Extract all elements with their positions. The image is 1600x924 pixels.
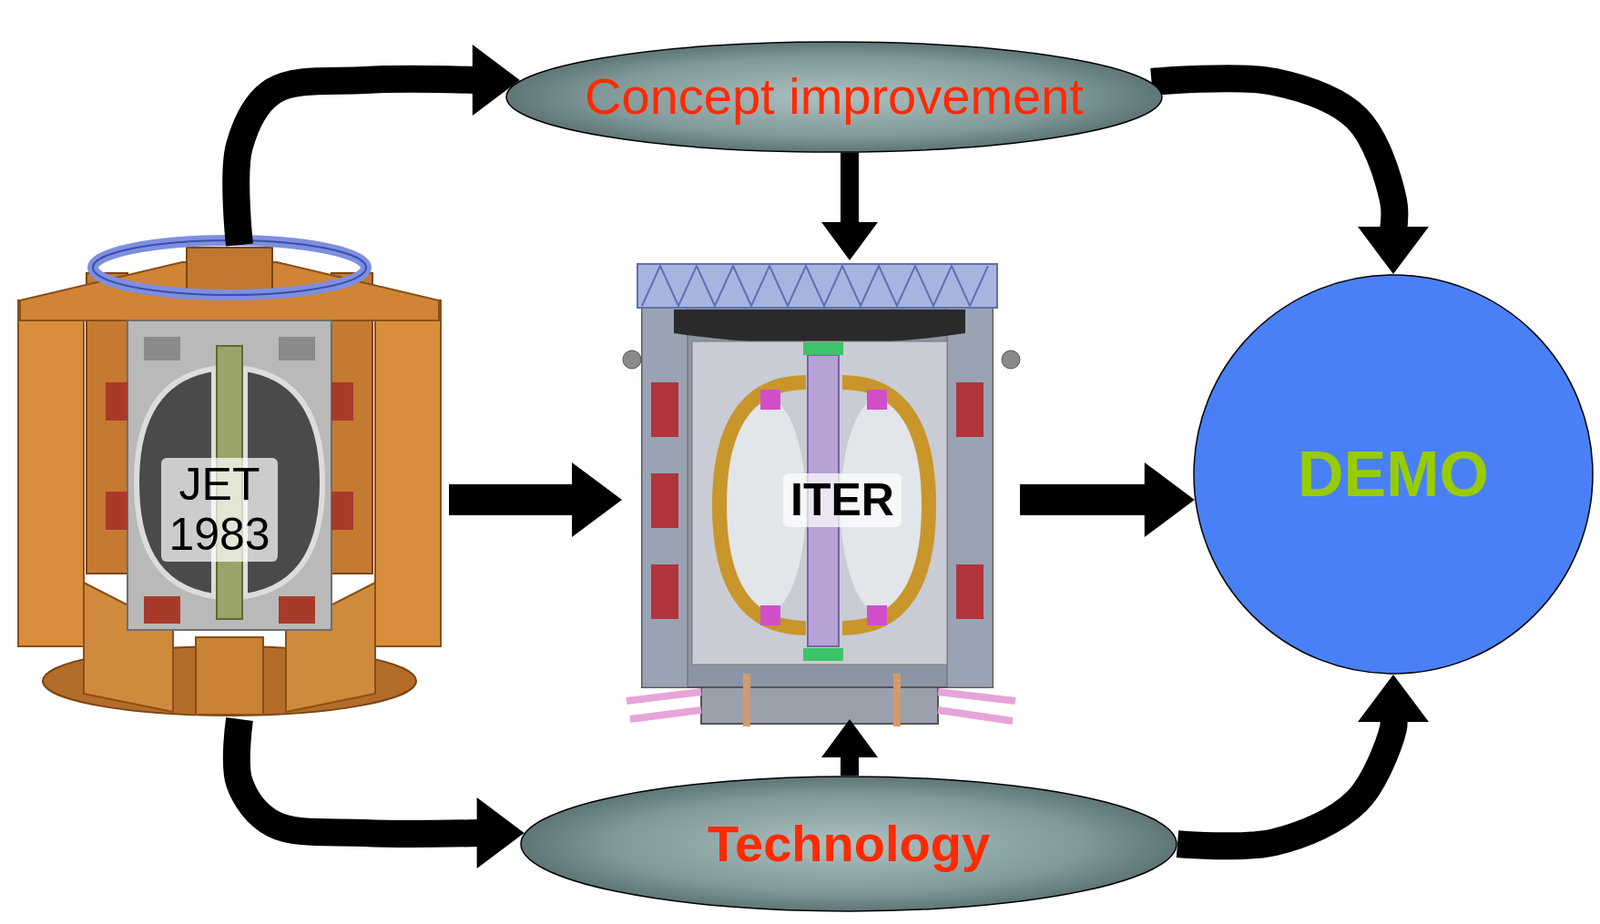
node-label: DEMO <box>1297 439 1489 510</box>
iter-illustration-part <box>866 389 887 410</box>
iter-illustration-part <box>630 710 702 720</box>
flow-arrow <box>235 44 520 245</box>
iter-illustration-part <box>642 305 688 688</box>
arrow-shaft <box>1177 718 1395 846</box>
node-label: Technology <box>707 815 990 873</box>
jet-illustration <box>18 240 441 716</box>
arrow-head <box>477 797 525 869</box>
jet-illustration-part <box>375 300 441 647</box>
iter-machine: ITER <box>621 260 1020 720</box>
iter-illustration-part <box>622 350 642 369</box>
iter-illustration-part <box>760 605 781 626</box>
jet-illustration-part <box>195 637 264 715</box>
jet-illustration-part <box>143 336 181 361</box>
jet-illustration-part <box>331 491 354 530</box>
jet-illustration-part <box>105 382 128 421</box>
jet-illustration-part <box>278 596 316 624</box>
flow-arrow <box>1019 462 1195 538</box>
arrow-shaft <box>1019 484 1149 516</box>
flow-arrow <box>236 719 525 869</box>
jet-illustration-part <box>127 320 332 631</box>
jet-machine: JET 1983 <box>10 244 449 720</box>
iter-illustration-part <box>947 305 993 688</box>
iter-illustration-part <box>956 382 984 438</box>
flow-arrow <box>448 462 622 538</box>
technology-ellipse: Technology <box>519 775 1178 913</box>
jet-illustration-part <box>143 596 181 624</box>
iter-illustration-part <box>803 342 844 356</box>
node-label: JET 1983 <box>161 458 277 562</box>
jet-illustration-part <box>186 247 273 292</box>
flow-arrow <box>821 152 878 261</box>
arrow-shaft <box>236 719 481 835</box>
flow-arrow <box>821 719 878 776</box>
technology-ellipse-shape <box>520 776 1177 912</box>
concept-ellipse: Concept improvement <box>505 40 1163 153</box>
flow-arrow <box>1177 674 1429 846</box>
arrow-shaft <box>1151 78 1396 231</box>
iter-illustration-part <box>651 473 679 529</box>
arrow-head <box>1357 226 1429 275</box>
iter-illustration-part <box>743 673 751 727</box>
iter-illustration-part <box>1001 350 1020 369</box>
arrow-shaft <box>235 79 477 245</box>
arrow-head <box>1144 462 1195 538</box>
iter-illustration-part <box>956 564 984 620</box>
iter-illustration-part <box>651 564 679 620</box>
iter-illustration-part <box>937 692 1016 702</box>
jet-illustration-part <box>92 240 367 296</box>
iter-illustration-part <box>701 687 938 724</box>
arrow-head <box>1357 674 1429 723</box>
iter-illustration-part <box>651 382 679 438</box>
iter-illustration-part <box>866 605 887 626</box>
iter-illustration-part <box>893 673 901 727</box>
arrow-head <box>821 719 878 758</box>
iter-illustration-part <box>803 648 844 662</box>
iter-illustration-part <box>642 265 989 306</box>
arrow-head <box>821 222 878 261</box>
jet-illustration-part <box>331 382 354 421</box>
iter-illustration <box>622 264 1020 727</box>
arrow-shaft <box>840 152 859 225</box>
node-label: Concept improvement <box>584 68 1084 125</box>
arrow-shaft <box>840 754 859 776</box>
jet-illustration-part <box>278 336 316 361</box>
arrow-shaft <box>448 484 576 516</box>
jet-illustration-part <box>105 491 128 530</box>
iter-illustration-part <box>637 264 998 308</box>
iter-illustration-part <box>937 710 1013 722</box>
iter-illustration-part <box>642 305 993 688</box>
concept-ellipse-shape <box>506 41 1162 153</box>
iter-illustration-part <box>760 389 781 410</box>
iter-illustration-part <box>673 309 966 345</box>
demo-circle-shape <box>1193 275 1593 674</box>
arrow-head <box>571 462 622 538</box>
iter-illustration-part <box>692 341 948 665</box>
jet-illustration-part <box>92 240 367 296</box>
demo-circle: DEMO <box>1192 274 1594 675</box>
flow-arrow <box>1151 78 1429 275</box>
node-label: ITER <box>783 473 902 528</box>
iter-illustration-part <box>626 692 702 702</box>
jet-illustration-part <box>18 300 84 647</box>
